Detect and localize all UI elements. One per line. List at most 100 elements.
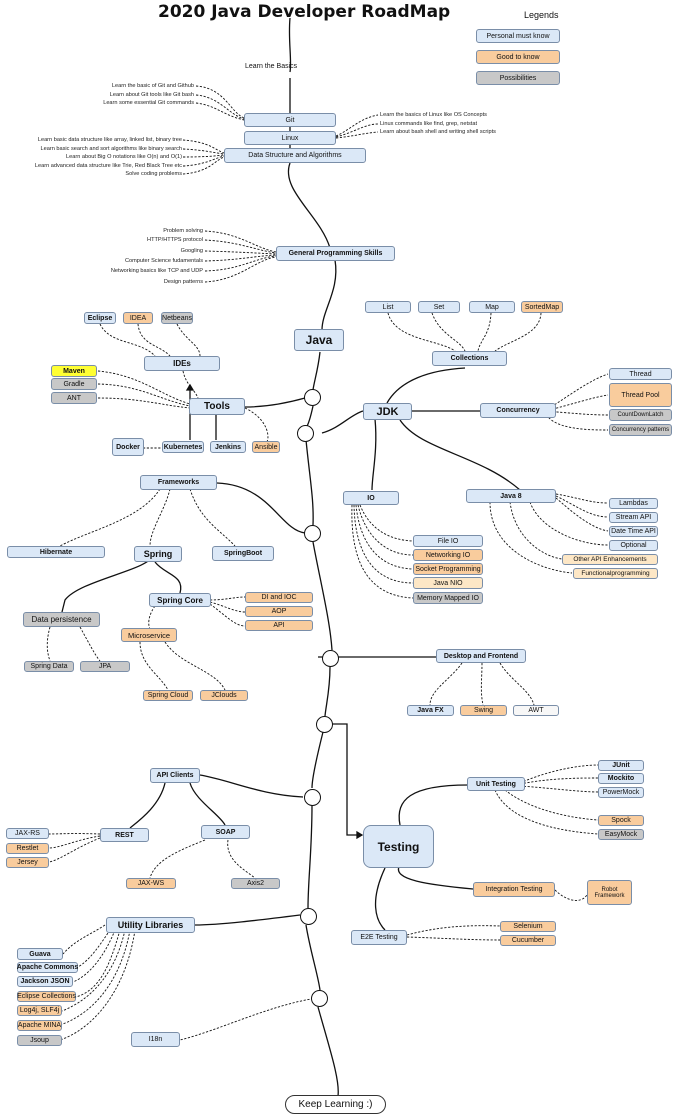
util-apache-commons: Apache Commons (16, 962, 79, 973)
concurrency-patterns: Concurrency patterns (609, 424, 672, 436)
legend-possibilities: Possibilities (476, 71, 560, 85)
spring-aop: AOP (245, 606, 313, 617)
spring-core-node: Spring Core (149, 593, 211, 607)
tool-docker: Docker (112, 438, 144, 456)
git-note: Learn about Git tools like Git bash (109, 92, 194, 98)
util-eclipse-collections: Eclipse Collections (17, 991, 76, 1002)
io-socket: Socket Programming (413, 563, 483, 575)
io-nio: Java NIO (413, 577, 483, 589)
gps-note: Networking basics like TCP and UDP (110, 268, 203, 274)
utility-libraries-node: Utility Libraries (106, 917, 195, 933)
page-title: 2020 Java Developer RoadMap (158, 2, 451, 22)
robot-framework-node: Robot Framework (587, 880, 632, 905)
e2e-selenium: Selenium (500, 921, 556, 932)
ide-eclipse: Eclipse (84, 312, 116, 324)
tool-kubernetes: Kubernetes (162, 441, 204, 453)
concurrency-thread-pool: Thread Pool (609, 383, 672, 407)
desktop-node: Desktop and Frontend (436, 649, 526, 663)
frameworks-node: Frameworks (140, 475, 217, 490)
unit-testing-node: Unit Testing (467, 777, 525, 791)
legend-heading: Legends (524, 10, 559, 20)
spine-node-tools (304, 389, 321, 406)
linux-note: Learn about bash shell and writing shell… (380, 129, 496, 135)
util-apache-mina: Apache MINA (17, 1020, 62, 1031)
dsa-note: Learn basic search and sort algorithms l… (40, 146, 182, 152)
spine-node-desktop (322, 650, 339, 667)
concurrency-countdownlatch: CountDownLatch (609, 409, 672, 421)
tools-node: Tools (189, 398, 245, 415)
io-file: File IO (413, 535, 483, 547)
rest-jaxrs: JAX-RS (6, 828, 49, 839)
api-clients-node: API Clients (150, 768, 200, 783)
i18n-node: I18n (131, 1032, 180, 1047)
legend-must-know: Personal must know (476, 29, 560, 43)
util-jsoup: Jsoup (17, 1035, 62, 1046)
gps-note: Googling (180, 248, 203, 254)
jdk-node: JDK (363, 403, 412, 420)
spine-node-jdk (297, 425, 314, 442)
collections-node: Collections (432, 351, 507, 366)
unit-easymock: EasyMock (598, 829, 644, 840)
io-networking: Networking IO (413, 549, 483, 561)
git-node: Git (244, 113, 336, 127)
spine-node-testing (316, 716, 333, 733)
tool-ansible: Ansible (252, 441, 280, 453)
keep-learning-node: Keep Learning :) (285, 1095, 386, 1114)
microservice-jclouds: JClouds (200, 690, 248, 701)
desktop-javafx: Java FX (407, 705, 454, 716)
rest-jersey: Jersey (6, 857, 49, 868)
java-node: Java (294, 329, 344, 351)
java8-other-api: Other API Enhancements (562, 554, 658, 565)
tool-ant: ANT (51, 392, 97, 404)
concurrency-node: Concurrency (480, 403, 556, 418)
gps-note: Computer Science fudamentals (124, 258, 203, 264)
integration-testing-node: Integration Testing (473, 882, 555, 897)
java8-date-time-api: Date Time API (609, 526, 658, 537)
spine-node-api-clients (304, 789, 321, 806)
spring-api: API (245, 620, 313, 631)
soap-axis2: Axis2 (231, 878, 280, 889)
git-note: Learn the basic of Git and Github (111, 83, 194, 89)
io-node: IO (343, 491, 399, 505)
java8-optional: Optional (609, 540, 658, 551)
soap-node: SOAP (201, 825, 250, 839)
unit-mockito: Mockito (598, 773, 644, 784)
unit-powermock: PowerMock (598, 787, 644, 798)
dsa-node: Data Structure and Algorithms (224, 148, 366, 163)
concurrency-thread: Thread (609, 368, 672, 380)
collection-map: Map (469, 301, 515, 313)
collection-sortedmap: SortedMap (521, 301, 563, 313)
data-persistence-node: Data persistence (23, 612, 100, 627)
util-log4j: Log4j, SLF4j (17, 1005, 62, 1016)
linux-note: Linux commands like find, grep, netstat (380, 121, 478, 127)
spring-di-ioc: DI and IOC (245, 592, 313, 603)
tool-jenkins: Jenkins (210, 441, 246, 453)
dsa-note: Learn basic data structure like array, l… (37, 137, 182, 143)
legend-good-to-know: Good to know (476, 50, 560, 64)
soap-jaxws: JAX-WS (126, 878, 176, 889)
e2e-cucumber: Cucumber (500, 935, 556, 946)
java8-functional: Functionalprogramming (573, 568, 658, 579)
tool-maven: Maven (51, 365, 97, 377)
learn-basics-label: Learn the Basics (245, 63, 298, 70)
spine-node-i18n (311, 990, 328, 1007)
collection-set: Set (418, 301, 460, 313)
tool-gradle: Gradle (51, 378, 97, 390)
rest-restlet: Restlet (6, 843, 49, 854)
dsa-note: Learn advanced data structure like Trie,… (34, 163, 182, 169)
java8-node: Java 8 (466, 489, 556, 503)
microservice-spring-cloud: Spring Cloud (143, 690, 193, 701)
ides-node: IDEs (144, 356, 220, 371)
ide-netbeans: Netbeans (161, 312, 193, 324)
dsa-note: Learn about Big O notations like O(n) an… (66, 154, 182, 160)
io-memory-mapped: Memory Mapped IO (413, 592, 483, 604)
gps-note: Problem solving (163, 228, 203, 234)
gps-note: Design patterns (163, 279, 203, 285)
spine-node-utility (300, 908, 317, 925)
linux-node: Linux (244, 131, 336, 145)
ide-idea: IDEA (123, 312, 153, 324)
framework-hibernate: Hibernate (7, 546, 105, 558)
java8-stream-api: Stream API (609, 512, 658, 523)
testing-node: Testing (363, 825, 434, 868)
